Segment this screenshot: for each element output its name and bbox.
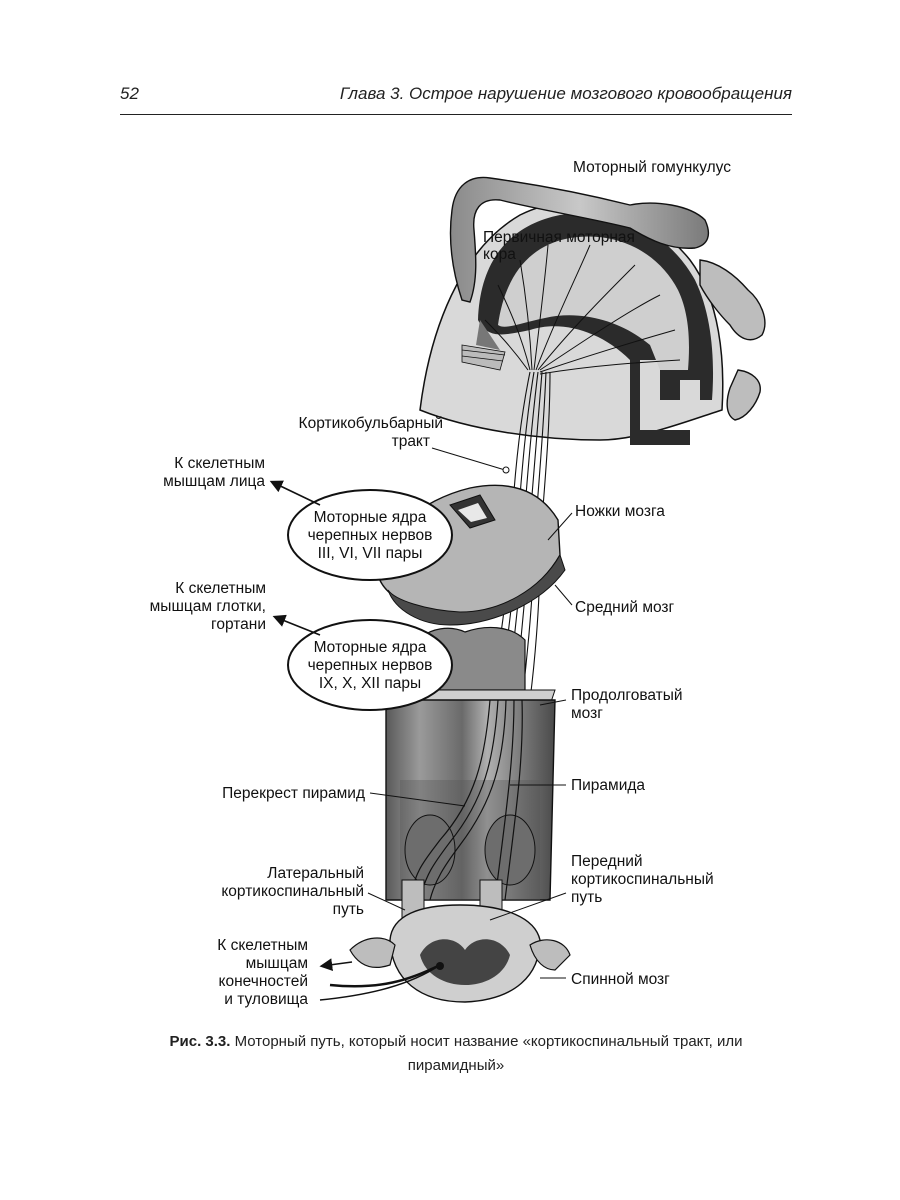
caption-lead: Рис. 3.3.	[169, 1033, 231, 1050]
label-lateral-tract-3: путь	[333, 901, 364, 918]
label-pyramidal-decussation: Перекрест пирамид	[222, 785, 365, 802]
page-number: 52	[120, 84, 139, 103]
label-pharynx-muscles-1: К скелетным	[175, 580, 266, 597]
label-motor-homunculus: Моторный гомункулус	[573, 159, 731, 176]
label-face-muscles-1: К скелетным	[174, 455, 265, 472]
label-limbs-muscles-2: мышцам	[246, 955, 308, 972]
label-primary-motor-cortex-2: кора	[483, 246, 516, 263]
upper-nuclei-line-2: черепных нервов	[308, 527, 433, 544]
label-limbs-muscles-4: и туловища	[224, 991, 308, 1008]
lower-nuclei-line-1: Моторные ядра	[314, 639, 427, 656]
figure-caption: Рис. 3.3. Моторный путь, который носит н…	[120, 1030, 792, 1078]
leader-lines	[367, 447, 573, 979]
lower-nuclei-line-2: черепных нервов	[308, 657, 433, 674]
label-limbs-muscles-3: конечностей	[219, 973, 308, 990]
lower-nuclei-line-3: IX, X, XII пары	[319, 675, 421, 692]
label-anterior-tract-1: Передний	[571, 853, 643, 870]
motor-homunculus	[449, 176, 766, 421]
label-midbrain: Средний мозг	[575, 599, 675, 616]
label-cerebral-peduncles: Ножки мозга	[575, 503, 665, 520]
output-arrows	[269, 480, 353, 971]
caption-text: Моторный путь, который носит название «к…	[234, 1033, 743, 1074]
header-rule	[120, 114, 792, 115]
label-pharynx-muscles-3: гортани	[211, 616, 266, 633]
label-medulla-1: Продолговатый	[571, 687, 683, 704]
label-corticobulbar-2: тракт	[392, 433, 430, 450]
label-lateral-tract-1: Латеральный	[267, 865, 364, 882]
upper-nuclei-line-3: III, VI, VII пары	[318, 545, 423, 562]
upper-nuclei-callout: Моторные ядра черепных нервов III, VI, V…	[287, 489, 453, 581]
label-face-muscles-2: мышцам лица	[163, 473, 265, 490]
label-anterior-tract-3: путь	[571, 889, 602, 906]
decussation-fibers	[409, 699, 523, 901]
label-spinal-cord: Спинной мозг	[571, 971, 670, 988]
cortical-fiber-fan	[484, 244, 681, 375]
spinal-cord-section	[319, 879, 571, 1003]
upper-nuclei-line-1: Моторные ядра	[314, 509, 427, 526]
cortex-slice	[419, 201, 724, 445]
label-corticobulbar-1: Кортикобульбарный	[299, 415, 443, 432]
label-pyramid: Пирамида	[571, 777, 645, 794]
label-anterior-tract-2: кортикоспинальный	[571, 871, 714, 888]
label-lateral-tract-2: кортикоспинальный	[221, 883, 364, 900]
label-limbs-muscles-1: К скелетным	[217, 937, 308, 954]
running-header: Глава 3. Острое нарушение мозгового кров…	[339, 84, 792, 103]
label-medulla-2: мозг	[571, 705, 603, 722]
lower-nuclei-callout: Моторные ядра черепных нервов IX, X, XII…	[287, 619, 453, 711]
label-primary-motor-cortex-1: Первичная моторная	[483, 229, 635, 246]
label-pharynx-muscles-2: мышцам глотки,	[150, 598, 266, 615]
